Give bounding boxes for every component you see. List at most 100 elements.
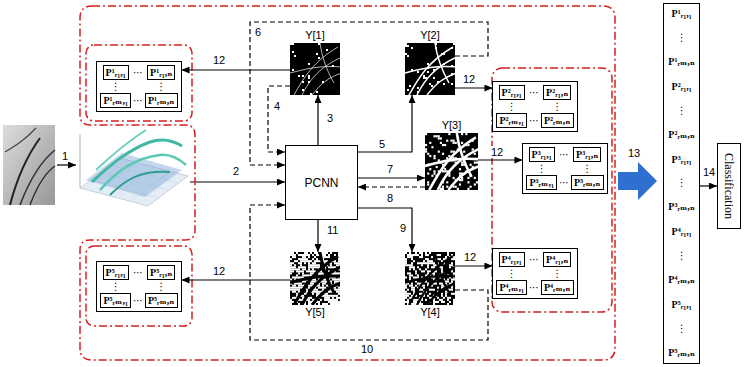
feature-matrix: P³ᵣ₁,₁⋯P³ᵣ₁,ₙ⋮⋮P³ᵣₘ,₁⋯P³ᵣₘ,ₙ bbox=[522, 143, 607, 194]
callout-number: 7 bbox=[386, 163, 394, 175]
vector-entry: P²ᵣₘ,ₙ bbox=[668, 129, 695, 141]
ellipsis: ⋮ bbox=[677, 33, 687, 43]
matrix-entry: P¹ᵣₘ,ₙ bbox=[145, 93, 178, 108]
callout-number: 12 bbox=[212, 54, 226, 66]
vector-entry: P⁴ᵣ₁,₁ bbox=[672, 226, 692, 238]
callout-number: 5 bbox=[378, 138, 386, 150]
pulse-output-image: Y[4] bbox=[405, 252, 455, 305]
vector-entry: P⁴ᵣₘ,ₙ bbox=[668, 274, 695, 286]
ellipsis: ⋮ bbox=[537, 163, 547, 174]
image-label: Y[3] bbox=[442, 119, 462, 132]
callout-number: 3 bbox=[326, 112, 334, 124]
ellipsis: ⋮ bbox=[677, 324, 687, 334]
pulse-image bbox=[425, 133, 478, 190]
callout-number: 8 bbox=[386, 192, 394, 204]
ellipsis: ⋯ bbox=[529, 115, 539, 126]
flow-connector bbox=[700, 185, 717, 186]
flow-connector bbox=[478, 159, 522, 160]
classifier-box: Classification bbox=[717, 143, 741, 229]
feature-matrix: P⁵ᵣ₁,₁⋯P⁵ᵣ₁,ₙ⋮⋮P⁵ᵣₘ,₁⋯P⁵ᵣₘ,ₙ bbox=[96, 261, 181, 312]
flow-connector bbox=[455, 265, 492, 266]
feedback-connector bbox=[268, 86, 290, 152]
pulse-image bbox=[290, 252, 340, 305]
pulse-image bbox=[290, 43, 340, 95]
ellipsis: ⋯ bbox=[559, 149, 569, 160]
callout-number: 12 bbox=[462, 73, 476, 85]
callout-number: 12 bbox=[490, 146, 504, 158]
ellipsis: ⋯ bbox=[529, 87, 539, 98]
vector-entry: P¹ᵣₘ,ₙ bbox=[668, 56, 695, 68]
callout-number: 2 bbox=[232, 165, 240, 177]
matrix-entry: P²ᵣ₁,ₙ bbox=[543, 85, 571, 100]
group-outline bbox=[80, 6, 615, 360]
callout-number: 11 bbox=[326, 224, 339, 236]
ellipsis: ⋯ bbox=[133, 67, 143, 78]
matrix-entry: P⁴ᵣₘ,₁ bbox=[496, 280, 526, 295]
vector-entry: P³ᵣ₁,₁ bbox=[672, 154, 692, 166]
pulse-output-image: Y[1] bbox=[290, 43, 340, 95]
feedback-connector bbox=[250, 205, 488, 340]
image-label: Y[5] bbox=[305, 306, 325, 319]
flow-connector bbox=[317, 220, 318, 252]
callout-number: 4 bbox=[273, 100, 281, 112]
matrix-entry: P⁴ᵣ₁,₁ bbox=[499, 252, 525, 267]
matrix-entry: P³ᵣ₁,ₙ bbox=[573, 147, 601, 162]
matrix-entry: P⁴ᵣₘ,ₙ bbox=[541, 280, 574, 295]
vector-entry: P⁵ᵣₘ,ₙ bbox=[668, 347, 695, 359]
ellipsis: ⋮ bbox=[156, 281, 166, 292]
matrix-entry: P²ᵣ₁,₁ bbox=[499, 85, 525, 100]
callout-number: 12 bbox=[463, 251, 477, 263]
flow-connector bbox=[182, 69, 290, 70]
process-box: PCNN bbox=[285, 145, 358, 220]
flow-connector bbox=[182, 279, 290, 280]
ellipsis: ⋯ bbox=[133, 95, 143, 106]
surface-plot bbox=[80, 130, 188, 206]
feature-vector: P¹ᵣ₁,₁⋮P¹ᵣₘ,ₙP²ᵣ₁,₁⋮P²ᵣₘ,ₙP³ᵣ₁,₁⋮P³ᵣₘ,ₙP… bbox=[663, 3, 700, 364]
callout-number: 1 bbox=[61, 150, 69, 162]
feature-matrix: P¹ᵣ₁,₁⋯P¹ᵣ₁,ₙ⋮⋮P¹ᵣₘ,₁⋯P¹ᵣₘ,ₙ bbox=[96, 61, 181, 112]
feature-matrix: P²ᵣ₁,₁⋯P²ᵣ₁,ₙ⋮⋮P²ᵣₘ,₁⋯P²ᵣₘ,ₙ bbox=[492, 81, 577, 132]
ellipsis: ⋮ bbox=[582, 163, 592, 174]
feedback-connector bbox=[358, 186, 425, 187]
callout-number: 14 bbox=[702, 166, 716, 178]
ellipsis: ⋮ bbox=[507, 268, 517, 279]
flow-connector bbox=[317, 95, 318, 145]
callout-number: 6 bbox=[254, 26, 262, 38]
pulse-output-image: Y[5] bbox=[290, 252, 340, 305]
ellipsis: ⋯ bbox=[529, 254, 539, 265]
ellipsis: ⋮ bbox=[677, 106, 687, 116]
vector-entry: P⁵ᵣ₁,₁ bbox=[672, 299, 692, 311]
matrix-entry: P³ᵣ₁,₁ bbox=[529, 147, 555, 162]
block-arrow bbox=[618, 162, 657, 200]
vector-entry: P²ᵣ₁,₁ bbox=[672, 81, 692, 93]
ellipsis: ⋯ bbox=[133, 267, 143, 278]
matrix-entry: P³ᵣₘ,₁ bbox=[526, 175, 556, 190]
matrix-entry: P¹ᵣ₁,ₙ bbox=[147, 65, 175, 80]
vector-entry: P¹ᵣ₁,₁ bbox=[672, 8, 692, 20]
box-label: PCNN bbox=[304, 176, 338, 190]
callout-number: 9 bbox=[399, 222, 407, 234]
pulse-image bbox=[405, 43, 455, 95]
matrix-entry: P²ᵣₘ,₁ bbox=[496, 113, 526, 128]
matrix-entry: P³ᵣₘ,ₙ bbox=[571, 175, 604, 190]
callout-number: 13 bbox=[627, 147, 641, 159]
ellipsis: ⋯ bbox=[559, 177, 569, 188]
process-arrow bbox=[190, 181, 285, 182]
ellipsis: ⋯ bbox=[529, 282, 539, 293]
matrix-entry: P⁵ᵣₘ,₁ bbox=[100, 293, 130, 308]
image-label: Y[4] bbox=[420, 306, 440, 319]
ellipsis: ⋮ bbox=[677, 251, 687, 261]
matrix-entry: P⁵ᵣ₁,ₙ bbox=[147, 265, 175, 280]
flow-connector bbox=[358, 95, 412, 152]
matrix-entry: P⁵ᵣₘ,ₙ bbox=[145, 293, 178, 308]
flow-connector bbox=[358, 177, 425, 178]
pulse-output-image: Y[2] bbox=[405, 43, 455, 95]
input-image bbox=[3, 125, 55, 205]
flow-connector bbox=[455, 87, 492, 88]
ellipsis: ⋮ bbox=[552, 101, 562, 112]
flow-connector bbox=[358, 208, 412, 252]
callout-number: 12 bbox=[212, 265, 226, 277]
matrix-entry: P¹ᵣₘ,₁ bbox=[100, 93, 130, 108]
